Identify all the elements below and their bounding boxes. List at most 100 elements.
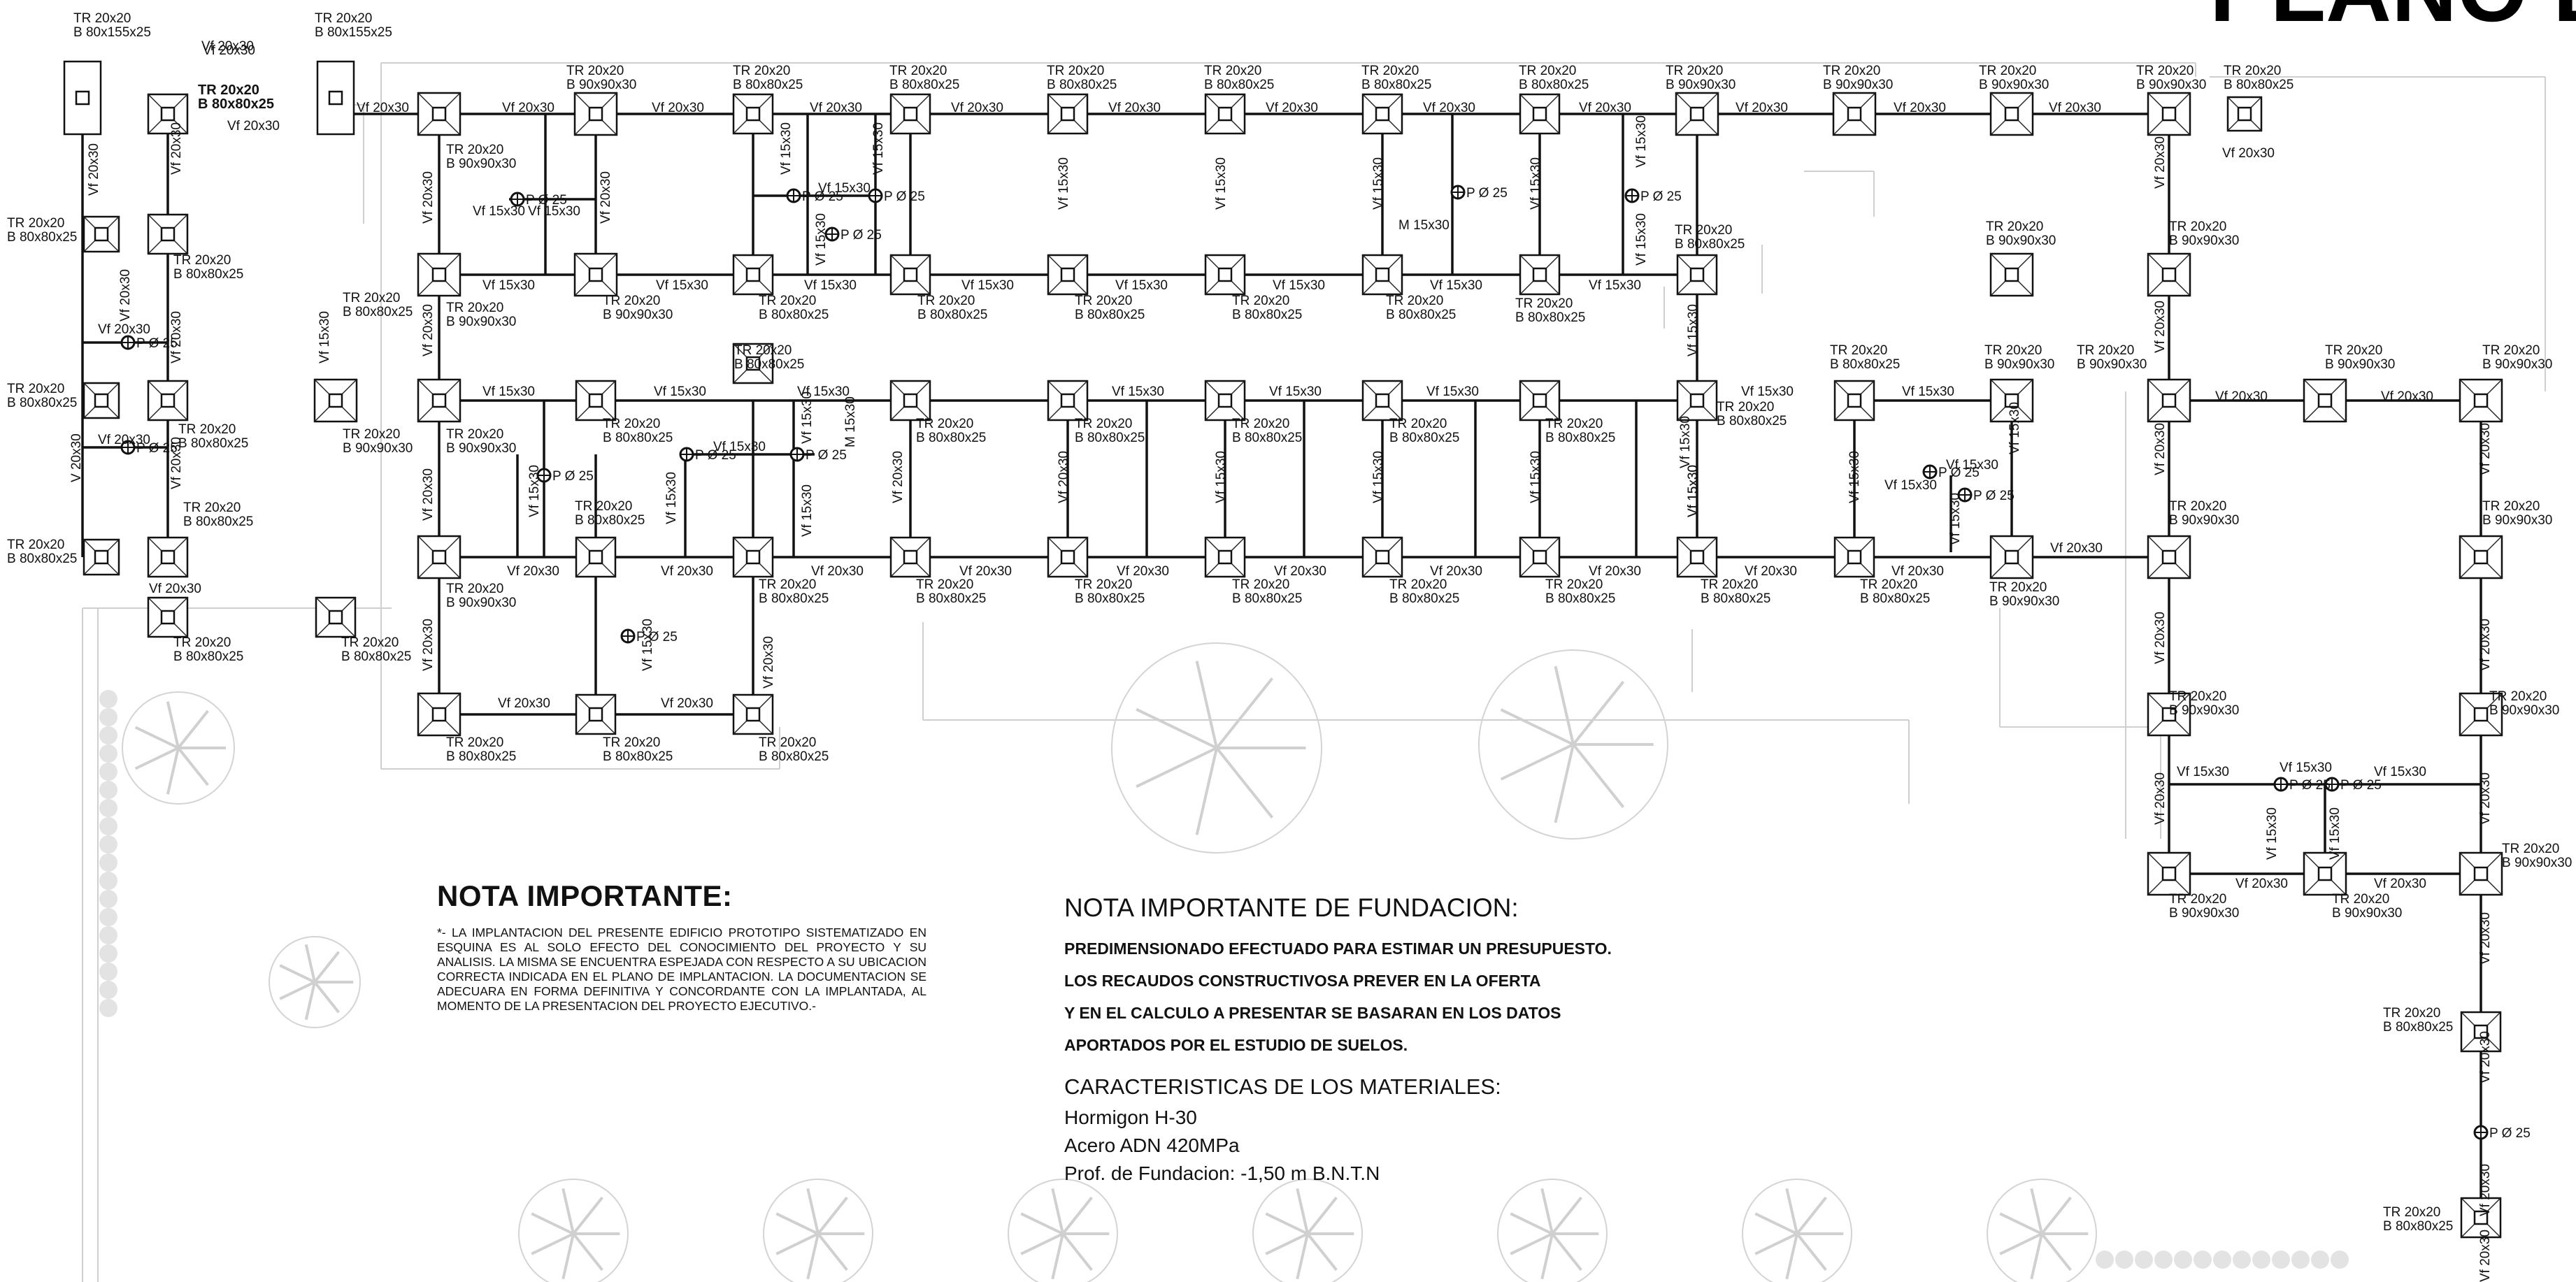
beam-label: Vf 20x30 <box>2478 1230 2493 1282</box>
beam-label: Vf 20x30 <box>2153 612 2168 664</box>
tree-symbol <box>1987 1179 2097 1282</box>
footing <box>575 693 617 735</box>
column-square <box>2161 707 2177 722</box>
footing <box>315 596 357 638</box>
footing <box>1833 380 1875 422</box>
beam-label: Vf 20x30 <box>2478 1164 2493 1216</box>
column-type-label: TR 20x20 <box>1075 294 1132 308</box>
beam-label: Vf 15x30 <box>664 472 679 524</box>
beam-label: Vf 20x30 <box>2478 423 2493 475</box>
beam-label: Vf 15x30 <box>1426 384 1479 399</box>
beam-label: Vf 15x30 <box>1686 304 1701 356</box>
beam-label: Vf 15x30 <box>1686 465 1701 517</box>
footing-size-label: B 90x90x30 <box>2482 357 2552 372</box>
column-square <box>588 707 603 722</box>
footing <box>1676 254 1718 296</box>
footing-size-label: B 80x80x25 <box>341 649 411 664</box>
beam-label: Vf 20x30 <box>421 304 436 356</box>
column-type-label: TR 20x20 <box>73 11 131 26</box>
materials-heading: CARACTERISTICAS DE LOS MATERIALES: <box>1064 1074 1501 1099</box>
beam-label: Vf 15x30 <box>818 181 871 196</box>
column-square <box>160 226 176 242</box>
footing-size-label: B 80x80x25 <box>1075 591 1145 606</box>
footing-size-label: B 80x80x25 <box>759 749 829 764</box>
footing <box>2460 1011 2502 1053</box>
pile <box>868 188 883 203</box>
pile <box>1922 464 1938 480</box>
column-square <box>1217 393 1233 408</box>
tree-symbols <box>99 642 2349 1282</box>
column-square <box>431 549 447 565</box>
tree-branch <box>531 1212 574 1235</box>
beam-label: Vf 15x30 <box>1529 451 1543 503</box>
beam-label: Vf 15x30 <box>1678 416 1693 468</box>
tree-symbol <box>269 936 361 1028</box>
beam-label: Vf 20x30 <box>1736 101 1788 115</box>
tree-outline <box>518 1179 629 1282</box>
tree-branch <box>1572 681 1625 746</box>
beam-label: Vf 15x30 <box>527 465 542 517</box>
footing <box>1519 93 1561 135</box>
footing <box>889 536 931 578</box>
tree-branch <box>572 1196 603 1235</box>
column-type-label: TR 20x20 <box>734 343 792 358</box>
footing-size-label: B 80x155x25 <box>73 25 151 40</box>
beam-label: Vf 20x30 <box>1430 564 1482 579</box>
beam-label: Vf 15x30 <box>1634 213 1649 266</box>
pile-label: P Ø 25 <box>806 448 847 463</box>
tree-branch <box>806 1188 820 1234</box>
column-square <box>745 106 761 122</box>
beam-label: Vf 20x30 <box>1274 564 1326 579</box>
column-square <box>1060 549 1075 565</box>
column-type-label: TR 20x20 <box>2332 892 2389 907</box>
footing-size-label: B 90x90x30 <box>2332 906 2402 921</box>
column-type-label: TR 20x20 <box>343 427 400 442</box>
column-type-label: TR 20x20 <box>1232 294 1289 308</box>
beam-label: Vf 15x30 <box>1214 451 1229 503</box>
beam-label: Vf 15x30 <box>1430 278 1482 293</box>
footing <box>2147 252 2191 297</box>
background-wall-lines <box>82 62 2546 1282</box>
beam-label: Vf 20x30 <box>761 636 776 689</box>
beam-label: Vf 15x30 <box>1589 278 1641 293</box>
footing <box>2147 92 2191 136</box>
tree-branch <box>775 1232 819 1255</box>
pile <box>789 447 805 462</box>
column-square <box>745 356 761 371</box>
footing <box>1519 380 1561 422</box>
pile <box>1624 188 1640 203</box>
footing-size-label: B 90x90x30 <box>566 78 636 92</box>
tree-outline <box>1987 1179 2097 1282</box>
tree-branch <box>1061 1232 1093 1272</box>
footing-size-label: B 80x80x25 <box>1545 591 1615 606</box>
footing <box>417 535 461 579</box>
pile-label: P Ø 25 <box>1640 189 1682 204</box>
tree-branch <box>1510 1212 1553 1235</box>
column-type-label: TR 20x20 <box>1361 64 1419 78</box>
footing <box>2147 692 2191 737</box>
pile <box>120 335 136 350</box>
column-square <box>903 393 918 408</box>
hedge-dot <box>99 744 117 763</box>
column-type-label: TR 20x20 <box>759 577 816 592</box>
footing <box>1989 535 2034 579</box>
tree-branch <box>1754 1212 1798 1235</box>
beam-label: Vf 20x30 <box>87 143 101 196</box>
footing <box>1047 536 1089 578</box>
column-square <box>431 393 447 408</box>
tree-symbol <box>1252 1179 1363 1282</box>
column-square <box>2004 267 2019 282</box>
column-type-label: TR 20x20 <box>1389 417 1447 431</box>
beam-label: Vf 20x30 <box>2235 877 2288 891</box>
column-square <box>1217 549 1233 565</box>
tree-branch <box>561 1233 575 1280</box>
important-note: NOTA IMPORTANTE: *- La implantacion del … <box>437 879 926 1014</box>
